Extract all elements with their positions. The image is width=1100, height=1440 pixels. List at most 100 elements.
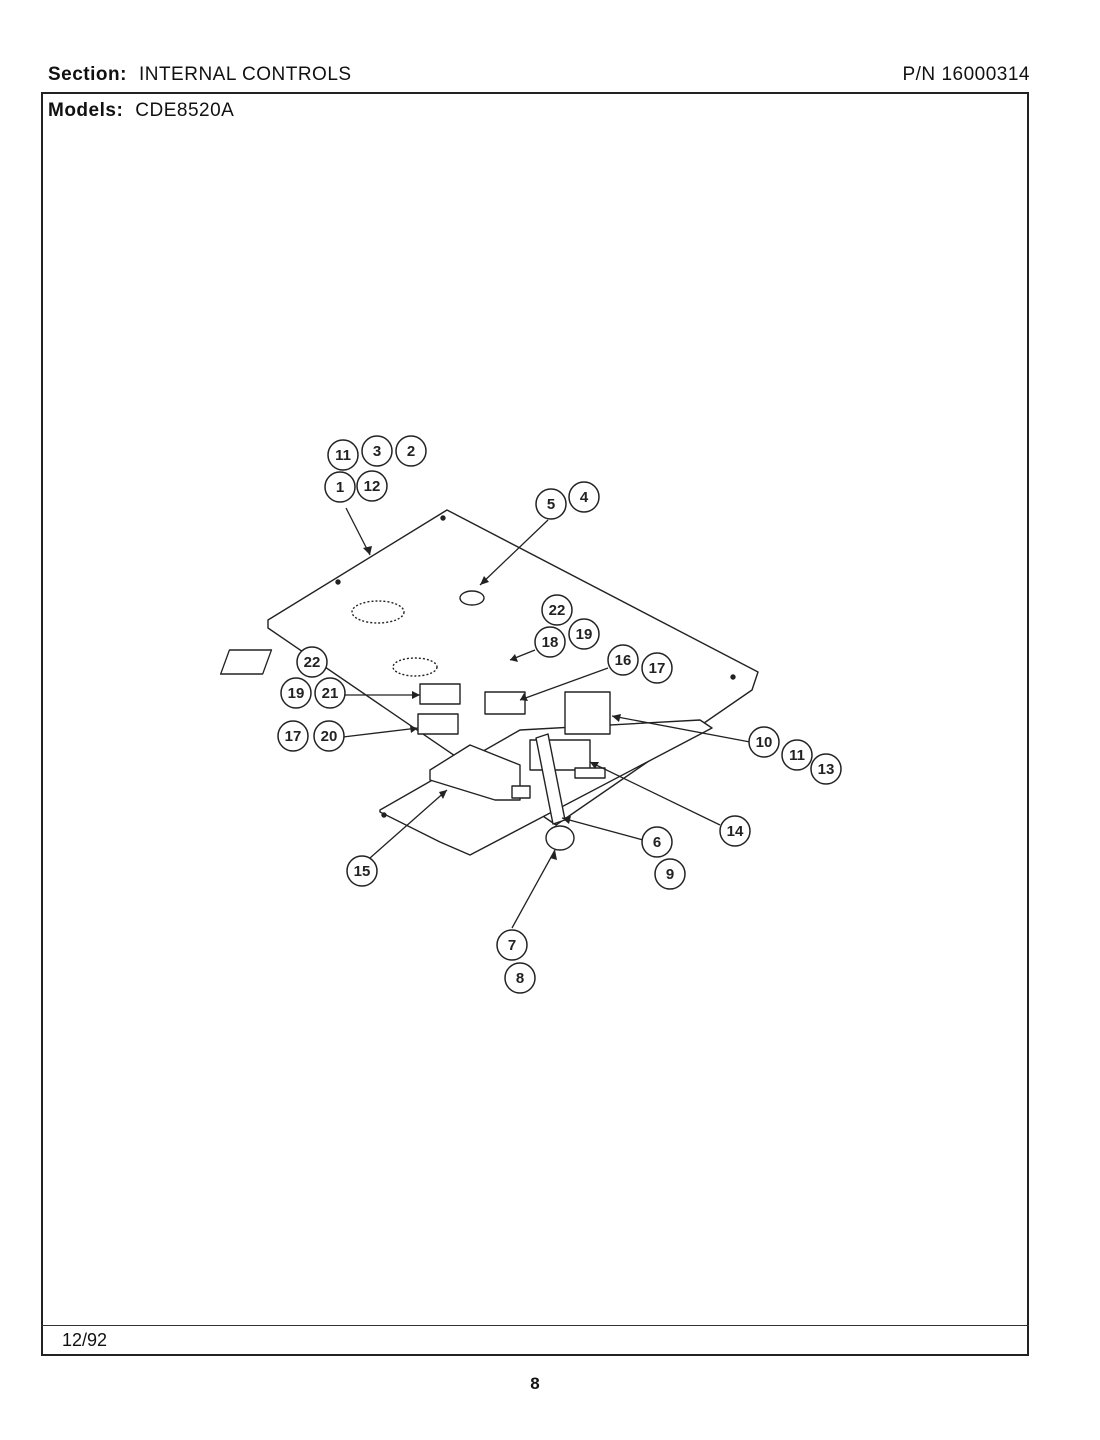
callout-label: 2	[407, 443, 415, 460]
callout-22: 22	[296, 646, 328, 678]
callout-circle	[810, 753, 842, 785]
callout-label: 15	[354, 863, 371, 880]
callout-circle	[541, 594, 573, 626]
callout-9: 9	[654, 858, 686, 890]
callout-circle	[496, 929, 528, 961]
callout-label: 16	[615, 652, 632, 669]
callout-circle	[607, 644, 639, 676]
arrowheads	[363, 546, 621, 860]
footer-divider	[41, 1325, 1029, 1326]
callout-label: 9	[666, 866, 674, 883]
callout-label: 19	[576, 626, 593, 643]
models-heading: Models: CDE8520A	[48, 100, 234, 122]
callout-circle	[781, 739, 813, 771]
callout-circle	[654, 858, 686, 890]
section-heading: Section:INTERNAL CONTROLS	[48, 64, 352, 86]
callout-label: 20	[321, 728, 338, 745]
callout-circle	[346, 855, 378, 887]
callout-circle	[641, 826, 673, 858]
models-label: Models:	[48, 100, 124, 121]
callout-18: 18	[534, 626, 566, 658]
callout-label: 22	[304, 654, 321, 671]
callout-20: 20	[313, 720, 345, 752]
infinite-switch-left-lower	[417, 713, 459, 735]
callout-label: 4	[580, 489, 589, 506]
burner-opening	[351, 600, 405, 624]
callout-2: 2	[395, 435, 427, 467]
callout-21: 21	[314, 677, 346, 709]
callout-14: 14	[719, 815, 751, 847]
callout-circle	[277, 720, 309, 752]
callout-circle	[395, 435, 427, 467]
callout-circle	[641, 652, 673, 684]
callout-label: 19	[288, 685, 305, 702]
callout-5: 5	[535, 488, 567, 520]
part-number-label: P/N	[902, 64, 936, 85]
callout-circle	[324, 471, 356, 503]
callout-label: 11	[335, 447, 351, 464]
revision-date: 12/92	[62, 1330, 108, 1350]
callout-label: 18	[542, 634, 559, 651]
callout-circle	[280, 677, 312, 709]
callout-circle	[534, 626, 566, 658]
callout-circle	[535, 488, 567, 520]
callout-6: 6	[641, 826, 673, 858]
part-number-heading: P/N 16000314	[902, 64, 1030, 86]
callout-13: 13	[810, 753, 842, 785]
leader-lines	[342, 507, 751, 929]
callout-8: 8	[504, 962, 536, 994]
callout-circle	[327, 439, 359, 471]
callout-label: 10	[756, 734, 773, 751]
callout-circle	[314, 677, 346, 709]
callout-label: 21	[322, 685, 339, 702]
control-panel-drawing	[219, 509, 759, 856]
callout-label: 1	[336, 479, 344, 496]
callout-label: 14	[727, 823, 744, 840]
callout-label: 17	[285, 728, 302, 745]
callout-17: 17	[277, 720, 309, 752]
callout-11: 11	[327, 439, 359, 471]
callout-circle	[568, 481, 600, 513]
callout-circle	[296, 646, 328, 678]
callout-circle	[313, 720, 345, 752]
callout-19: 19	[280, 677, 312, 709]
callout-circle	[748, 726, 780, 758]
callout-19: 19	[568, 618, 600, 650]
control-knob	[545, 825, 575, 851]
callout-circle	[361, 435, 393, 467]
thermal-switch	[459, 590, 485, 606]
callout-7: 7	[496, 929, 528, 961]
callout-22: 22	[541, 594, 573, 626]
callout-label: 3	[373, 443, 381, 460]
diagram-frame	[41, 92, 1029, 1356]
callout-label: 17	[649, 660, 666, 677]
callout-circle	[568, 618, 600, 650]
callout-label: 7	[508, 937, 516, 954]
page-number: 8	[530, 1374, 540, 1393]
callout-label: 22	[549, 602, 566, 619]
models-value: CDE8520A	[135, 100, 235, 121]
callout-17: 17	[641, 652, 673, 684]
callout-label: 6	[653, 834, 661, 851]
burner-opening	[392, 657, 438, 677]
callout-circle	[356, 470, 388, 502]
infinite-switch-middle	[484, 691, 526, 715]
infinite-switch-upper	[219, 649, 273, 675]
control-housing	[429, 744, 521, 801]
callout-label: 11	[789, 747, 805, 764]
part-number-value: 16000314	[941, 64, 1030, 85]
callout-15: 15	[346, 855, 378, 887]
infinite-switch-left-upper	[419, 683, 461, 705]
callout-16: 16	[607, 644, 639, 676]
section-label: Section:	[48, 64, 127, 85]
callout-3: 3	[361, 435, 393, 467]
callout-12: 12	[356, 470, 388, 502]
callout-label: 12	[364, 478, 381, 495]
callout-circle	[719, 815, 751, 847]
callout-1: 1	[324, 471, 356, 503]
callout-4: 4	[568, 481, 600, 513]
callout-label: 13	[818, 761, 835, 778]
callout-10: 10	[748, 726, 780, 758]
